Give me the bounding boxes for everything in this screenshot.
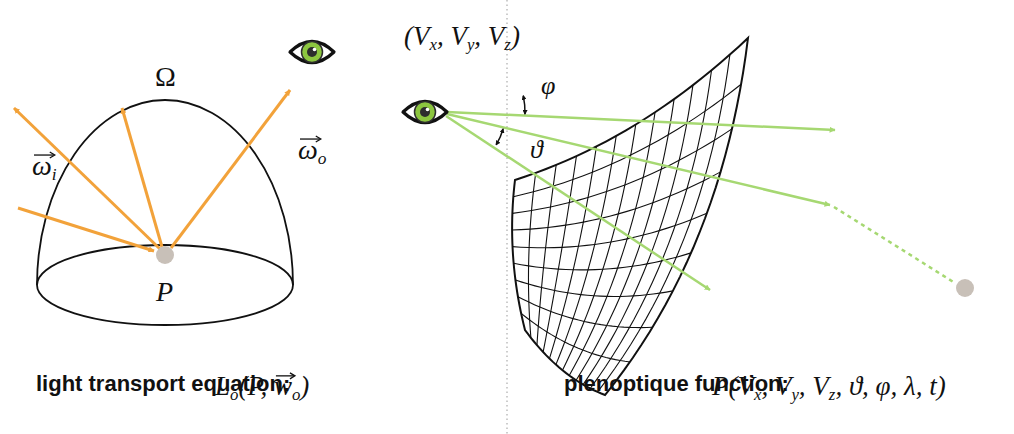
caption: light transport equation: [36,371,206,397]
subscript: o [292,385,300,404]
math-text: P [156,276,173,307]
subscript: o [318,149,327,168]
hemisphere [37,100,293,325]
surface-point [156,246,174,264]
math-text: , V [761,371,791,401]
math-text: , V [799,371,829,401]
panel-separator [506,0,508,434]
math-text: L [215,371,230,401]
math-text: w [274,371,292,401]
math-text: , ϑ, φ, λ, t) [835,371,945,401]
math-text: , V [474,21,504,51]
math-text: ω [32,150,52,181]
subscript: z [829,385,836,404]
subscript: x [429,35,436,54]
viewpoint-label: (Vx, Vy, Vz) [404,21,520,54]
caption: plenoptique function: [564,371,704,397]
math-text: , V [437,21,467,51]
incoming-direction-label: ωi [32,150,57,185]
angle-label: ϑ [530,135,543,165]
math-text: ) [300,371,309,401]
outgoing-direction-label: ωo [298,134,326,169]
math-text: ϑ [530,135,543,164]
light-rays [14,90,290,251]
angle-arcs [496,96,525,145]
subscript: i [52,165,57,184]
view-rays [446,112,955,290]
subscript: o [230,385,238,404]
math-text: ) [511,21,520,51]
angle-label: φ [541,71,555,101]
subscript: y [467,35,474,54]
equation: P(Vx, Vy, Vz, ϑ, φ, λ, t) [712,371,946,404]
math-text: ω [298,134,318,165]
math-text: P(V [712,371,754,401]
subscript: z [504,35,511,54]
math-text: (P, [238,371,274,401]
eye-icons [290,42,447,123]
math-text: (V [404,21,429,51]
point-label: P [156,276,173,308]
solid-angle-label: Ω [155,61,176,93]
subscript: y [791,385,798,404]
math-text: φ [541,71,555,100]
subscript: x [754,385,761,404]
equation: Lo(P, wo) [215,371,309,404]
scene-point [956,279,974,297]
math-text: Ω [155,61,176,92]
image-surface-grid [512,38,748,395]
